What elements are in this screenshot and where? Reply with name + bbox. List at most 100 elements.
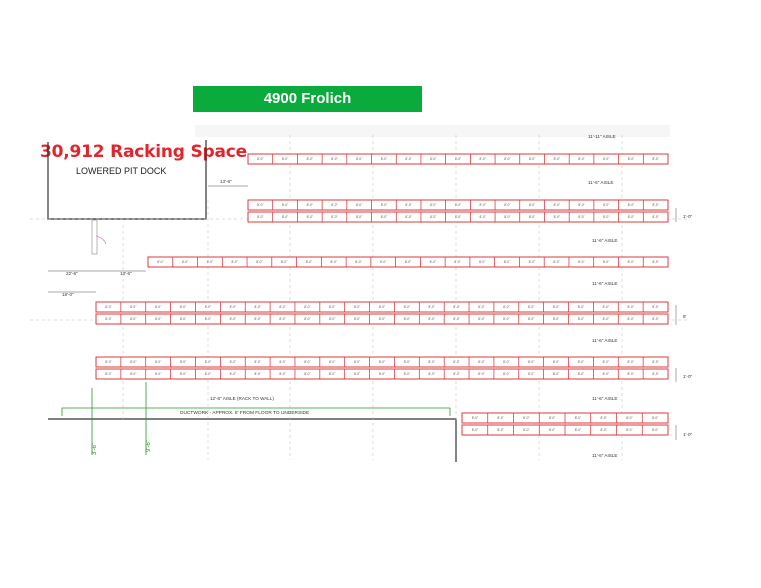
rack-bay-label: 8'-0" (454, 260, 460, 264)
vertical-dim-3-6: 3'-6" (92, 443, 98, 455)
ductwork-outline (61, 382, 451, 455)
rack-bay-label: 8'-0" (652, 203, 658, 207)
rack-bay-label: 8'-0" (628, 372, 634, 376)
rack-bay-label: 8'-0" (553, 372, 559, 376)
rack-row-frame (247, 153, 669, 165)
rack-bay-label: 8'-0" (553, 305, 559, 309)
rack-bay-label: 8'-0" (155, 317, 161, 321)
rack-bay-label: 8'-0" (429, 360, 435, 364)
rack-bay-label: 8'-0" (429, 372, 435, 376)
rack-bay-label: 8'-0" (130, 317, 136, 321)
rack-bay-label: 8'-0" (230, 360, 236, 364)
rack-bay-label: 8'-0" (453, 305, 459, 309)
rack-bay-label: 8'-0" (626, 428, 632, 432)
rack-bay-label: 8'-0" (455, 157, 461, 161)
rack-bay-label: 8'-0" (603, 372, 609, 376)
rack-bay-label: 8'-0" (652, 305, 658, 309)
dim-18-0: 18'-0" (62, 292, 74, 297)
rack-bay-label: 8'-0" (549, 428, 555, 432)
rack-bay-label: 8'-0" (603, 260, 609, 264)
rack-bay-label: 8'-0" (405, 203, 411, 207)
rack-bay-label: 8'-0" (404, 360, 410, 364)
rack-bay-label: 8'-0" (578, 203, 584, 207)
rack-bay-label: 8'-0" (282, 215, 288, 219)
rack-row-4: 8'-0" 8'-0" 8'-0" 8'-0" 8'-0" 8'-0" 8'-0" 8'-0"… (147, 256, 669, 268)
rack-bay-label: 8'-0" (155, 372, 161, 376)
rack-bay-label: 8'-0" (304, 305, 310, 309)
rack-bay-label: 8'-0" (575, 428, 581, 432)
rack-row-frame (95, 313, 669, 325)
rack-bay-label: 8'-0" (307, 215, 313, 219)
rack-bay-label: 8'-0" (254, 372, 260, 376)
rack-bay-label: 8'-0" (304, 317, 310, 321)
rack-bay-label: 8'-0" (405, 215, 411, 219)
rack-bay-label: 8'-0" (503, 360, 509, 364)
rack-bay-label: 8'-0" (381, 203, 387, 207)
rack-row-2: 8'-0" 8'-0" 8'-0" 8'-0" 8'-0" 8'-0" 8'-0" 8'-0"… (247, 199, 669, 211)
rack-to-wall-aisle-label: 12'-6" AISLE (RACK TO WALL) (210, 396, 274, 401)
rack-bay-label: 8'-0" (478, 305, 484, 309)
rack-bay-label: 8'-0" (578, 260, 584, 264)
rack-bay-label: 8'-0" (603, 215, 609, 219)
rack-bay-label: 8'-0" (504, 157, 510, 161)
rack-bay-label: 8'-0" (279, 360, 285, 364)
rack-bay-label: 8'-0" (205, 360, 211, 364)
rack-bay-label: 8'-0" (105, 372, 111, 376)
rack-bay-label: 8'-0" (331, 203, 337, 207)
rack-bay-label: 8'-0" (528, 360, 534, 364)
rack-bay-label: 8'-0" (504, 260, 510, 264)
rack-bay-label: 8'-0" (331, 215, 337, 219)
rack-bay-label: 8'-0" (497, 428, 503, 432)
rack-bay-label: 8'-0" (279, 372, 285, 376)
rack-bay-label: 8'-0" (549, 416, 555, 420)
rack-bay-label: 8'-0" (130, 305, 136, 309)
rack-bay-label: 8'-0" (523, 416, 529, 420)
rack-bay-label: 8'-0" (603, 203, 609, 207)
rack-bay-label: 8'-0" (503, 317, 509, 321)
rack-bay-label: 8'-0" (380, 260, 386, 264)
rack-bay-label: 8'-0" (381, 157, 387, 161)
dim-22-6: 22'-6" (66, 271, 78, 276)
rack-row-8: 8'-0" 8'-0" 8'-0" 8'-0" 8'-0" 8'-0" 8'-0" 8'-0"… (95, 368, 669, 380)
rack-bay-label: 8'-0" (553, 360, 559, 364)
rack-row-frame (95, 368, 669, 380)
rack-bay-label: 8'-0" (230, 372, 236, 376)
rack-bay-label: 8'-0" (130, 360, 136, 364)
dim-13-6-left: 13'-6" (120, 271, 132, 276)
rack-bay-label: 8'-0" (523, 428, 529, 432)
rack-bay-label: 8'-0" (600, 428, 606, 432)
rack-bay-label: 8'-0" (480, 203, 486, 207)
rack-bay-label: 8'-0" (455, 203, 461, 207)
rack-bay-label: 8'-0" (553, 317, 559, 321)
rack-bay-label: 8'-0" (430, 157, 436, 161)
rack-bay-label: 8'-0" (331, 260, 337, 264)
rack-bay-label: 8'-0" (256, 260, 262, 264)
rack-bay-label: 8'-0" (528, 372, 534, 376)
rack-bay-label: 8'-0" (578, 305, 584, 309)
rack-bay-label: 8'-0" (404, 372, 410, 376)
rack-bay-label: 8'-0" (600, 416, 606, 420)
rack-bay-label: 8'-0" (652, 360, 658, 364)
pit-dock-wall (47, 140, 207, 220)
vertical-dim-9-6: 9'-6" (146, 440, 152, 452)
rack-rows: 8'-0" 8'-0" 8'-0" 8'-0" 8'-0" 8'-0" 8'-0" 8'-0"… (95, 153, 669, 436)
rack-bay-label: 8'-0" (405, 260, 411, 264)
rack-bay-label: 8'-0" (628, 215, 634, 219)
rack-bay-label: 8'-0" (329, 372, 335, 376)
rack-bay-label: 8'-0" (381, 215, 387, 219)
door-swing (95, 235, 107, 245)
rack-bay-label: 8'-0" (578, 157, 584, 161)
rack-bay-label: 8'-0" (356, 157, 362, 161)
rack-bay-label: 8'-0" (628, 203, 634, 207)
rack-bay-label: 8'-0" (652, 260, 658, 264)
rack-bay-label: 8'-0" (182, 260, 188, 264)
rack-bay-label: 8'-0" (578, 360, 584, 364)
rack-bay-label: 8'-0" (354, 360, 360, 364)
aisle-label-2: 11'-6" AISLE (592, 238, 617, 243)
rack-bay-label: 8'-0" (180, 360, 186, 364)
rack-bay-label: 8'-0" (281, 260, 287, 264)
rack-bay-label: 8'-0" (254, 305, 260, 309)
dimension-lines (48, 185, 677, 440)
rack-row-frame (147, 256, 669, 268)
